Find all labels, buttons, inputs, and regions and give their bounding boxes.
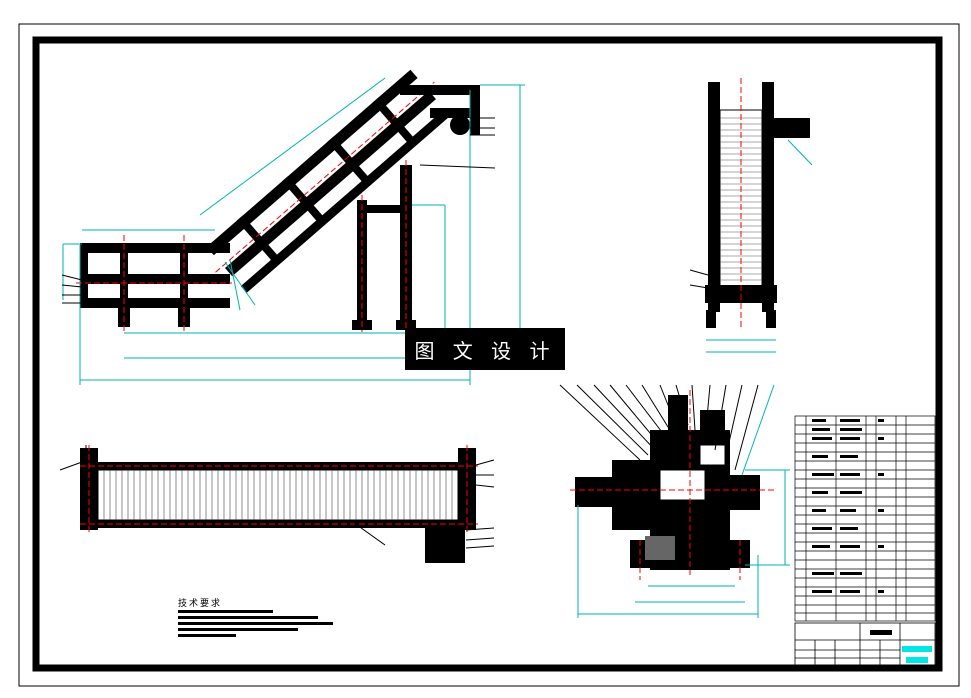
inner-border — [32, 36, 943, 672]
title-block-highlight-top — [902, 646, 932, 652]
technical-requirements-title: 技术要求 — [178, 599, 223, 609]
parts-list — [794, 415, 936, 622]
gearbox-section — [559, 384, 790, 618]
side-view — [61, 69, 525, 385]
outer-border — [18, 23, 960, 687]
plan-view — [59, 445, 495, 563]
technical-requirements-lines — [178, 610, 333, 637]
end-view — [689, 78, 813, 353]
title-block — [794, 622, 936, 667]
parts-list-entries — [812, 419, 884, 593]
title-block-highlight-bottom — [906, 657, 928, 663]
watermark-label: 图 文 设 计 — [405, 328, 565, 370]
title-block-name — [870, 630, 892, 635]
